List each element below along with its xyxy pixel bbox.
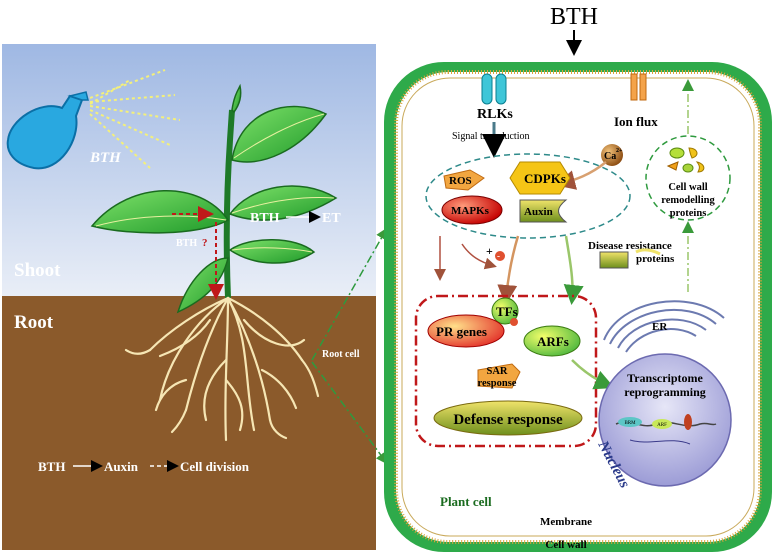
tfs-shape: [491, 297, 519, 325]
svg-text:Cell division: Cell division: [180, 459, 250, 474]
ion-channel-icon: [630, 73, 647, 101]
arf-tag: [652, 419, 672, 429]
root-system: [124, 296, 320, 442]
bth-question-label: BTH: [176, 238, 197, 249]
plant-cell-label: Plant cell: [440, 494, 492, 509]
membrane-label: Membrane: [540, 516, 592, 528]
bth-title: BTH: [550, 4, 598, 30]
transcriptome-line-2: reprogramming: [624, 385, 706, 399]
spray-bth-label: BTH: [89, 150, 122, 166]
ca-ion-icon: [601, 144, 623, 166]
ion-flux-label: Ion flux: [614, 114, 658, 129]
plant-leaves: [90, 83, 338, 314]
disease-protein-icon: [599, 251, 629, 269]
cell-wall-remodelling-group: [645, 135, 731, 221]
sar-line-2: response: [478, 378, 517, 389]
arfs-shape: [523, 325, 581, 357]
sar-shape: [477, 363, 521, 389]
disease-resistance-line-1: Disease resistance: [588, 240, 672, 252]
cluster-to-tfs-arrow: [497, 235, 520, 305]
ros-label: ROS: [449, 175, 472, 187]
mapks-label: MAPKs: [451, 205, 490, 217]
bth-et-bth: BTH: [250, 211, 280, 226]
minus-label: -: [497, 251, 500, 261]
root-cell-label: Root cell: [322, 349, 360, 360]
rlks-receptor-icon: [481, 73, 507, 105]
disease-resistance-line-2: proteins: [636, 253, 675, 265]
remodelling-line-2: remodelling: [661, 195, 715, 206]
cluster-to-plus-arrow: [461, 243, 497, 270]
brm-tag: [618, 417, 642, 427]
tfs-dot: [510, 318, 518, 326]
cell-wall-label: Cell wall: [545, 539, 586, 551]
ca-label: Ca: [604, 151, 616, 162]
arfs-label: ARFs: [537, 334, 569, 349]
svg-text:BTH: BTH: [38, 459, 65, 474]
defense-response-label: Defense response: [453, 412, 563, 428]
plus-label: +: [486, 244, 493, 258]
er-icon: [603, 300, 725, 353]
cdpks-label: CDPKs: [524, 171, 566, 186]
bth-et-et: ET: [322, 211, 341, 226]
bth-question-mark: ?: [202, 237, 208, 249]
tfs-label: TFs: [496, 304, 518, 319]
minus-circle: [495, 251, 505, 261]
remodelling-line-3: proteins: [670, 208, 707, 219]
ros-shape: [443, 169, 485, 191]
shoot-label: Shoot: [14, 260, 61, 281]
signaling-cluster: [425, 153, 631, 239]
auxin-label: Auxin: [524, 206, 553, 218]
brm-tag-label: BRM: [624, 421, 636, 426]
sky-panel: [2, 44, 376, 296]
mapks-shape: [441, 195, 503, 225]
spray-mist: [89, 69, 181, 169]
callout-line-top: [311, 227, 388, 361]
sar-line-1: SAR: [486, 366, 507, 377]
arfs-to-nucleus-arrow: [571, 359, 615, 390]
arf-tag-label: ARF: [657, 423, 667, 428]
er-label: ER: [652, 321, 668, 333]
rlks-label: RLKs: [477, 107, 513, 122]
signal-transduction-label: Signal transduction: [452, 131, 530, 142]
pr-genes-shape: [427, 314, 505, 348]
spray-bottle-icon: [6, 91, 89, 170]
pr-genes-label: PR genes: [436, 324, 487, 339]
rna-strand: [629, 439, 691, 445]
svg-text:Auxin: Auxin: [104, 459, 139, 474]
remodelling-protein-icons: [666, 147, 705, 173]
cdpks-shape: [509, 161, 571, 195]
disease-protein-ribbon: [635, 248, 661, 256]
callout-line-bottom: [311, 361, 388, 465]
auxin-pathway-line: BTH Auxin Cell division: [38, 459, 250, 474]
auxin-shape: [519, 199, 568, 223]
transcriptome-line-1: Transcriptome: [627, 371, 703, 385]
nucleus-red-tag: [684, 414, 692, 430]
ca-charge: 2+: [616, 148, 623, 154]
defense-response-shape: [433, 400, 583, 436]
remodelling-line-1: Cell wall: [668, 182, 707, 193]
root-label: Root: [14, 312, 54, 333]
soil-panel: [2, 296, 376, 550]
